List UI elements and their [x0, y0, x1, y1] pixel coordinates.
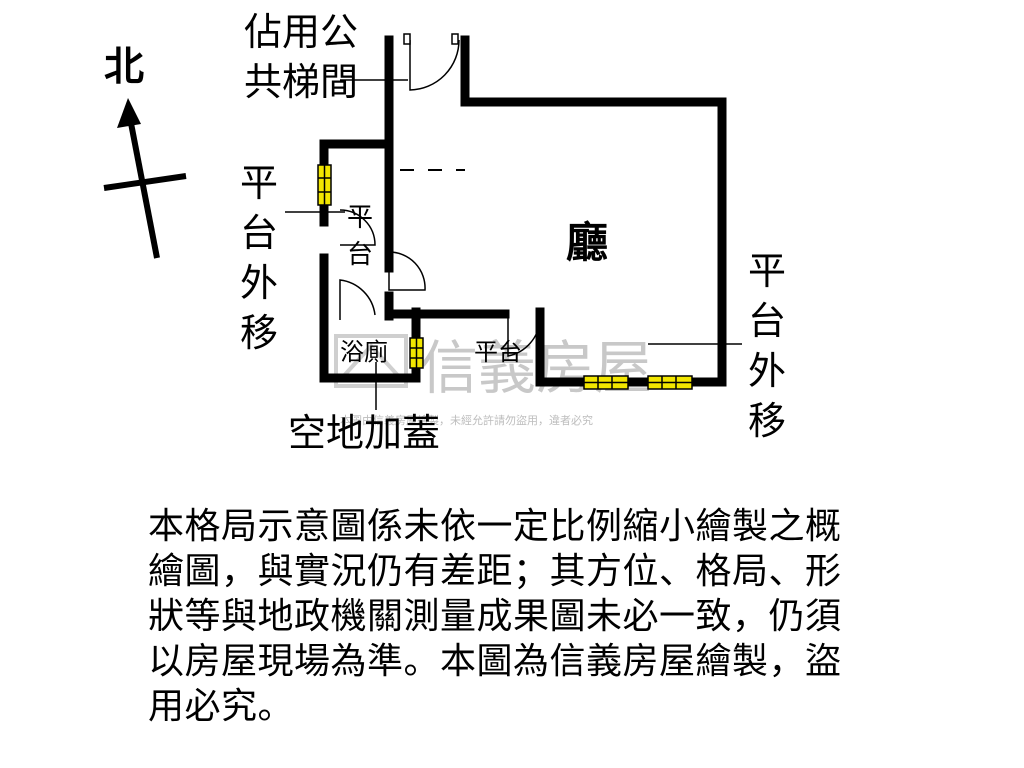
- svg-text:平: 平: [748, 249, 786, 293]
- svg-text:移: 移: [748, 399, 786, 443]
- label-platform-center: 平台: [474, 338, 522, 366]
- platform-door-icon: [339, 209, 376, 246]
- svg-text:台: 台: [748, 299, 786, 343]
- entry-door-icon: [409, 39, 460, 91]
- center-door-icon: [507, 312, 541, 357]
- watermark-logo-icon: [334, 334, 408, 388]
- label-stairwell: 佔用公 共梯間: [244, 10, 358, 104]
- north-arrow-icon: [103, 98, 187, 259]
- label-platform-left: 平 台 外 移: [240, 161, 278, 355]
- window-bath-icon: [409, 337, 424, 369]
- window-bottom-2-icon: [647, 375, 693, 390]
- disclaimer-text: 本格局示意圖係未依一定比例縮小繪製之概 繪圖，與實況仍有差距；其方位、格局、形 …: [148, 506, 842, 727]
- label-platform-small: 平 台: [347, 203, 373, 270]
- hall-door-icon: [388, 251, 426, 291]
- svg-text:移: 移: [240, 311, 278, 355]
- watermark-notice: 本圖由信義房屋繪製，未經允許請勿盜用，違者必究: [340, 413, 593, 427]
- label-bathroom: 浴廁: [340, 338, 388, 366]
- window-left-icon: [317, 164, 332, 206]
- svg-text:平: 平: [347, 203, 373, 233]
- leader-lines: [285, 79, 742, 410]
- svg-text:台: 台: [347, 240, 373, 270]
- label-vacant-lot: 空地加蓋: [288, 411, 440, 455]
- svg-text:共梯間: 共梯間: [244, 60, 358, 104]
- windows: [317, 164, 693, 390]
- label-living-room: 廳: [566, 218, 608, 267]
- svg-text:佔用公: 佔用公: [244, 10, 358, 54]
- floor-plan: 信義房屋 本圖由信義房屋繪製，未經允許請勿盜用，違者必究 北: [103, 10, 786, 455]
- walls: [319, 35, 727, 387]
- doors: [339, 33, 541, 357]
- svg-text:外: 外: [240, 261, 278, 305]
- svg-text:台: 台: [240, 211, 278, 255]
- svg-text:平: 平: [240, 161, 278, 205]
- north-label: 北: [104, 43, 144, 90]
- window-bottom-1-icon: [583, 375, 629, 390]
- svg-text:外: 外: [748, 349, 786, 393]
- label-platform-right: 平 台 外 移: [748, 249, 786, 443]
- bath-door-icon: [339, 279, 376, 320]
